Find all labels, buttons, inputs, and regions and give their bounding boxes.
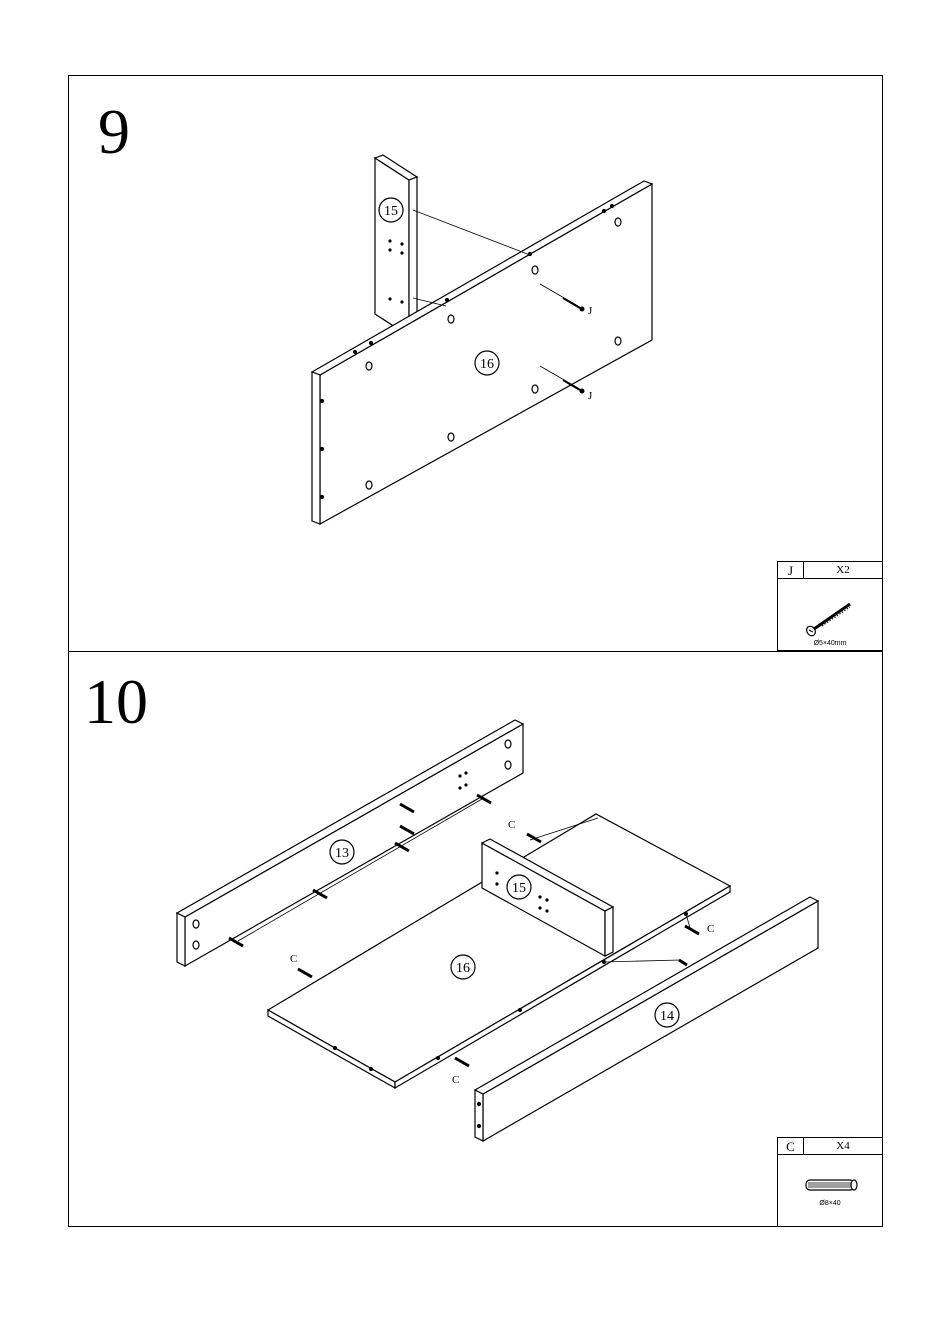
legend-spec: Ø5×40mm	[778, 640, 882, 647]
legend-header: C X4	[778, 1138, 882, 1155]
part-label-15: 15	[384, 204, 398, 219]
legend-header: J X2	[778, 562, 882, 579]
part-label-15: 15	[512, 881, 526, 896]
hardware-label-c: C	[508, 819, 515, 831]
part-label-13: 13	[335, 846, 349, 861]
hardware-label-c: C	[707, 923, 714, 935]
legend-quantity: X2	[804, 562, 882, 579]
legend-quantity: X4	[804, 1138, 882, 1155]
legend-spec: Ø8×40	[778, 1200, 882, 1207]
screw-icon	[778, 580, 882, 640]
dowel-icon	[778, 1156, 882, 1200]
part-label-14: 14	[660, 1009, 674, 1024]
legend-code: C	[778, 1138, 804, 1155]
hardware-label-j: J	[588, 305, 593, 317]
hardware-legend-j: J X2 Ø5×40mm	[777, 561, 883, 651]
hardware-label-j: J	[588, 390, 593, 402]
hardware-legend-c: C X4 Ø8×40	[777, 1137, 883, 1227]
part-label-16: 16	[480, 357, 494, 372]
legend-code: J	[778, 562, 804, 579]
hardware-label-c: C	[452, 1074, 459, 1086]
part-label-16: 16	[456, 961, 470, 976]
hardware-label-c: C	[290, 953, 297, 965]
